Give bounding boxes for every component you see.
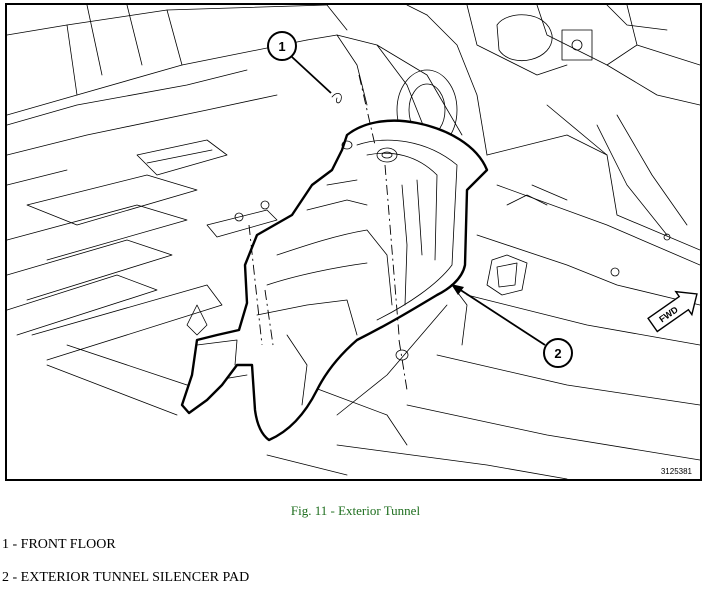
- callout-1-label: 1: [278, 39, 285, 54]
- forward-direction-arrow: FWD: [647, 290, 698, 333]
- figure-reference-number: 3125381: [660, 467, 692, 476]
- alignment-lines: [248, 74, 408, 391]
- legend-item-exterior-tunnel-silencer-pad: 2 - EXTERIOR TUNNEL SILENCER PAD: [2, 570, 250, 585]
- callout-2-arrowhead: [451, 284, 464, 295]
- callout-2-label: 2: [554, 346, 561, 361]
- exterior-tunnel-illustration: 1 2 FWD: [7, 5, 700, 479]
- callout-1: 1: [267, 31, 332, 94]
- legend-item-front-floor: 1 - FRONT FLOOR: [2, 537, 116, 552]
- fastener-clip-icon: [331, 93, 342, 104]
- diagram-frame: 1 2 FWD 3125381: [5, 3, 702, 481]
- exterior-tunnel-silencer-pad: [180, 119, 489, 442]
- figure-caption: Fig. 11 - Exterior Tunnel: [290, 503, 421, 518]
- callout-2: 2: [451, 284, 573, 368]
